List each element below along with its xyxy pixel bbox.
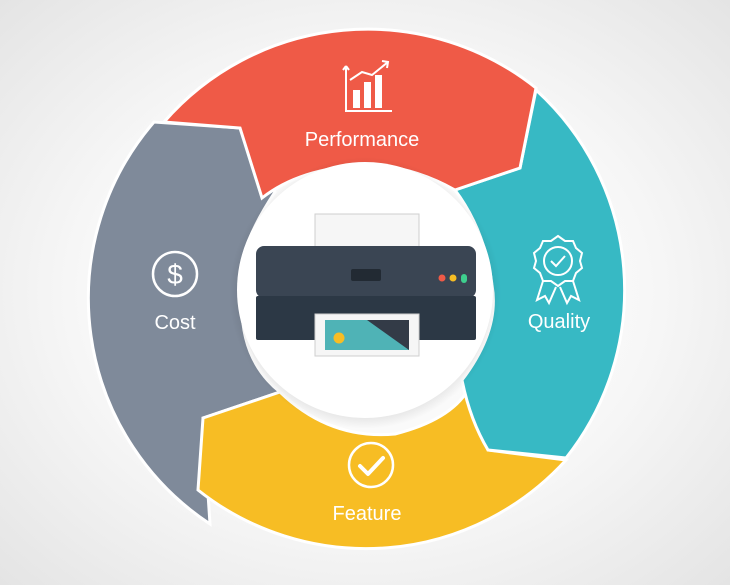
performance-label: Performance: [305, 129, 420, 151]
cost-label: Cost: [154, 312, 196, 334]
svg-text:$: $: [167, 259, 183, 290]
quality-label: Quality: [528, 311, 590, 333]
photo-sun: [334, 333, 345, 344]
feature-label: Feature: [333, 503, 402, 525]
led-yellow: [450, 275, 457, 282]
led-green: [461, 274, 467, 283]
printer-display: [351, 269, 381, 281]
led-red: [439, 275, 446, 282]
